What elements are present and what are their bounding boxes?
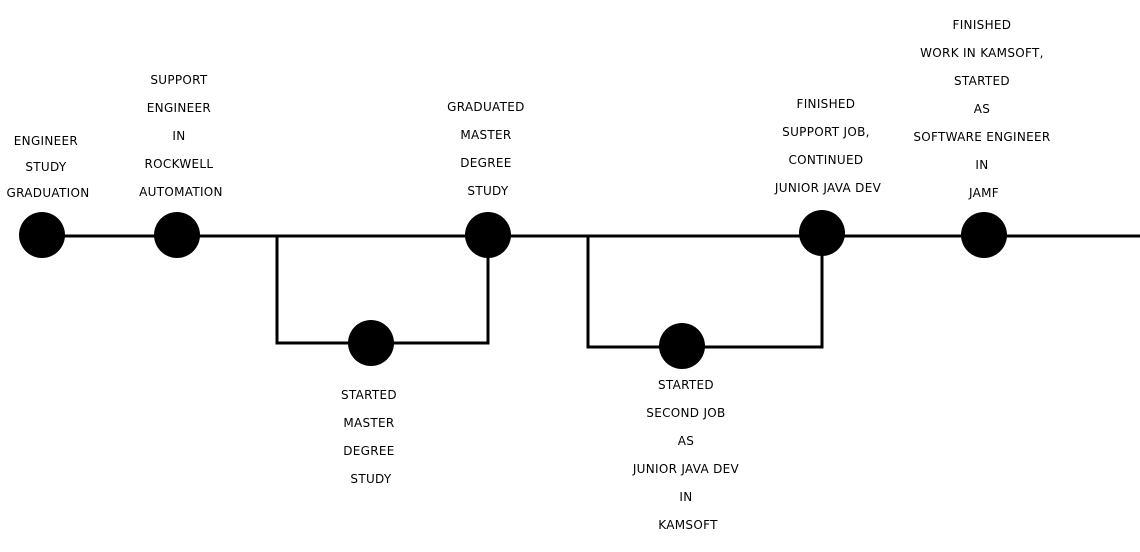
label-line: AS: [974, 102, 990, 116]
timeline-labels: ENGINEER STUDY GRADUATION SUPPORT ENGINE…: [7, 18, 1054, 532]
label-line: JUNIOR JAVA DEV: [632, 462, 740, 476]
node-started-master: [348, 320, 394, 366]
label-line: SUPPORT: [150, 73, 208, 87]
label-line: JUNIOR JAVA DEV: [774, 181, 882, 195]
kamsoft-job-branch-line: [586, 236, 824, 349]
label-finished-support-job: FINISHED SUPPORT JOB, CONTINUED JUNIOR J…: [774, 97, 882, 195]
label-line: DEGREE: [460, 156, 511, 170]
label-line: MASTER: [460, 128, 511, 142]
label-line: DEGREE: [343, 444, 394, 458]
timeline-nodes: [19, 210, 1007, 369]
label-jamf: FINISHED WORK IN KAMSOFT, STARTED AS SOF…: [913, 18, 1054, 200]
label-line: IN: [172, 129, 185, 143]
label-line: STUDY: [350, 472, 392, 486]
label-line: JAMF: [968, 186, 999, 200]
label-engineer-graduation: ENGINEER STUDY GRADUATION: [7, 134, 90, 200]
label-line: SUPPORT JOB,: [782, 125, 870, 139]
label-line: CONTINUED: [788, 153, 863, 167]
label-line: GRADUATION: [7, 186, 90, 200]
label-line: MASTER: [343, 416, 394, 430]
label-line: STARTED: [341, 388, 397, 402]
label-line: ROCKWELL: [145, 157, 214, 171]
label-line: GRADUATED: [447, 100, 525, 114]
label-second-job-kamsoft: STARTED SECOND JOB AS JUNIOR JAVA DEV IN…: [632, 378, 743, 532]
label-line: STUDY: [467, 184, 509, 198]
label-line: FINISHED: [797, 97, 856, 111]
node-jamf: [961, 212, 1007, 258]
label-line: ENGINEER: [147, 101, 211, 115]
node-graduated-master: [465, 212, 511, 258]
node-engineer-graduation: [19, 212, 65, 258]
label-line: STARTED: [658, 378, 714, 392]
label-line: STARTED: [954, 74, 1010, 88]
label-line: WORK IN KAMSOFT,: [920, 46, 1044, 60]
label-line: SOFTWARE ENGINEER: [913, 130, 1050, 144]
label-line: ENGINEER: [14, 134, 78, 148]
label-graduated-master: GRADUATED MASTER DEGREE STUDY: [447, 100, 529, 198]
node-support-engineer-rockwell: [154, 212, 200, 258]
label-line: STUDY: [25, 160, 67, 174]
label-support-engineer-rockwell: SUPPORT ENGINEER IN ROCKWELL AUTOMATION: [139, 73, 223, 199]
label-line: AUTOMATION: [139, 185, 223, 199]
label-line: FINISHED: [953, 18, 1012, 32]
node-finished-support-job: [799, 210, 845, 256]
label-line: IN: [679, 490, 692, 504]
node-second-job-kamsoft: [659, 323, 705, 369]
label-line: IN: [975, 158, 988, 172]
label-line: SECOND JOB: [646, 406, 725, 420]
label-started-master: STARTED MASTER DEGREE STUDY: [341, 388, 401, 486]
label-line: AS: [678, 434, 694, 448]
label-line: KAMSOFT: [658, 518, 718, 532]
